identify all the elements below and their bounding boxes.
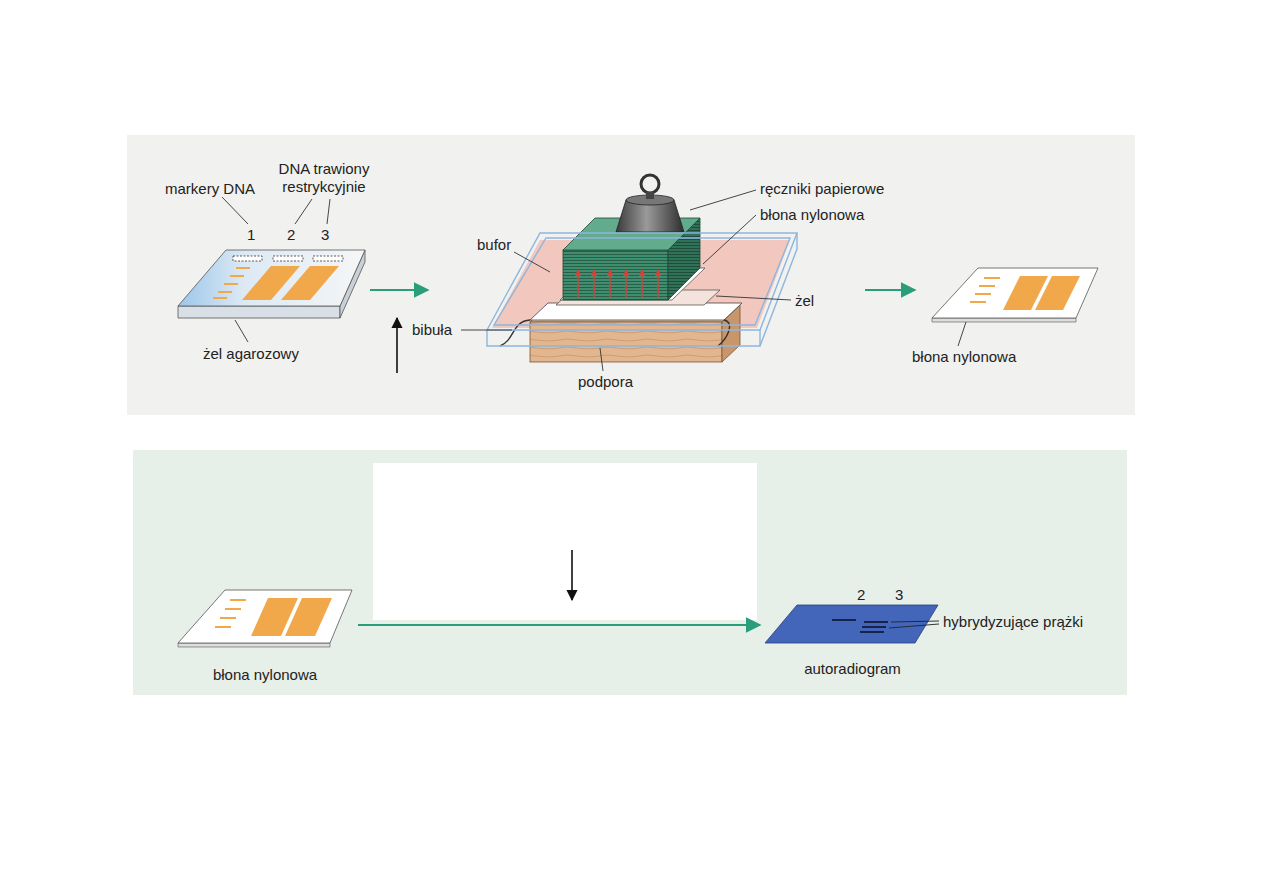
- lane-number: 1: [247, 226, 255, 244]
- part-label: żel: [795, 292, 814, 310]
- lane-number: 2: [857, 586, 865, 604]
- leader-lines: [222, 197, 330, 342]
- part-label: błona nylonowa: [760, 206, 864, 224]
- pointer-arrow: [396, 318, 398, 373]
- nylon-membrane: [178, 590, 352, 647]
- part-label: markery DNA: [165, 180, 255, 198]
- step-arrow: [865, 289, 915, 291]
- autoradiogram-film: [765, 605, 939, 643]
- lane-number: 2: [287, 226, 295, 244]
- process-arrow: [358, 624, 760, 626]
- figure-caption: błona nylonowa: [172, 666, 358, 683]
- figure-caption: autoradiogram: [760, 660, 945, 677]
- lane-number: 3: [321, 226, 329, 244]
- callout-label: hybrydyzujące prążki: [943, 613, 1083, 631]
- agarose-gel: [178, 250, 365, 318]
- nylon-membrane: [932, 268, 1098, 322]
- membrane-node: błona nylonowa: [172, 583, 358, 683]
- leader-line: [958, 322, 966, 346]
- part-label: błona nylonowa: [912, 348, 1016, 366]
- part-label: bufor: [477, 236, 511, 254]
- part-label: podpora: [578, 373, 633, 391]
- down-arrow: [571, 550, 573, 600]
- part-label: DNA trawiony restrykcyjnie: [270, 160, 378, 196]
- bottom-panel: [133, 450, 1127, 695]
- blot-apparatus: [487, 175, 797, 362]
- step-arrow: [370, 289, 428, 291]
- part-label: ręczniki papierowe: [760, 180, 884, 198]
- blank-box: [373, 463, 757, 620]
- leader-lines: [461, 190, 791, 371]
- lane-number: 3: [895, 586, 903, 604]
- autoradiogram-node: autoradiogram: [760, 585, 945, 677]
- part-label: bibuła: [412, 321, 452, 339]
- part-label: żel agarozowy: [203, 345, 299, 363]
- top-panel: [127, 135, 1135, 415]
